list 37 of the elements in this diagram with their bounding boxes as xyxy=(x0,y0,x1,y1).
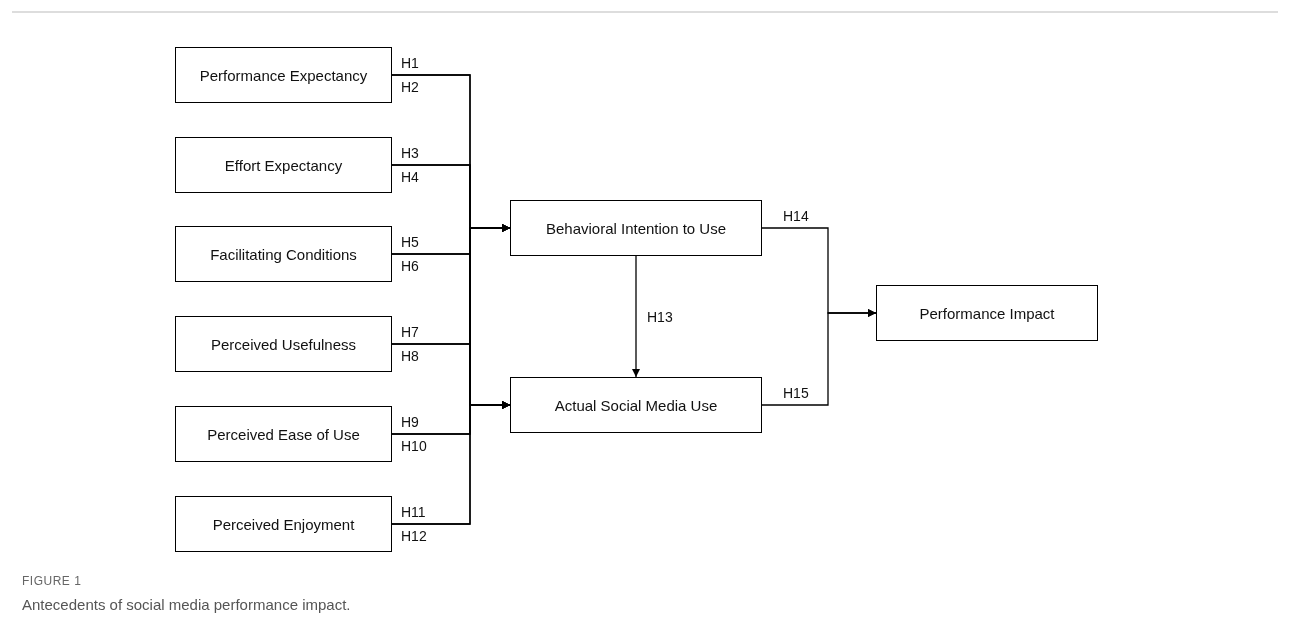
edge-label: H5 xyxy=(400,234,420,250)
edge-label: H10 xyxy=(400,438,428,454)
process-box xyxy=(175,496,392,552)
edge-label: H3 xyxy=(400,145,420,161)
arrow xyxy=(761,309,877,406)
arrow xyxy=(391,401,511,525)
edge-label: H11 xyxy=(400,504,427,520)
node-label: Behavioral Intention to Use xyxy=(545,219,727,237)
node-label: Facilitating Conditions xyxy=(210,245,357,263)
edge-label: H4 xyxy=(400,169,420,185)
edge-label: H6 xyxy=(400,258,420,274)
edge-label: H2 xyxy=(400,79,420,95)
process-box xyxy=(510,200,762,256)
node-label: Effort Expectancy xyxy=(224,156,343,174)
node-label: Actual Social Media Use xyxy=(554,396,718,414)
edge-label: H9 xyxy=(400,414,420,430)
edge-label: H12 xyxy=(400,528,428,544)
process-box xyxy=(175,226,392,282)
edge-label: H14 xyxy=(782,208,810,224)
process-box xyxy=(510,377,762,433)
node-label: Performance Impact xyxy=(919,304,1055,322)
figure-caption: Antecedents of social media performance impact. xyxy=(22,596,351,613)
node-label: Perceived Enjoyment xyxy=(212,515,355,533)
edge-label: H1 xyxy=(400,55,420,71)
process-box xyxy=(175,137,392,193)
node-label: Performance Expectancy xyxy=(199,66,368,84)
process-box xyxy=(175,316,392,372)
figure-number: FIGURE 1 xyxy=(22,574,82,588)
edge-label: H7 xyxy=(400,324,420,340)
arrow xyxy=(632,255,640,378)
node-label: Perceived Usefulness xyxy=(210,335,357,353)
edge-label: H8 xyxy=(400,348,420,364)
node-label: Perceived Ease of Use xyxy=(207,425,360,443)
edge-label: H15 xyxy=(782,385,810,401)
process-box xyxy=(175,47,392,103)
process-box xyxy=(876,285,1098,341)
process-box xyxy=(175,406,392,462)
